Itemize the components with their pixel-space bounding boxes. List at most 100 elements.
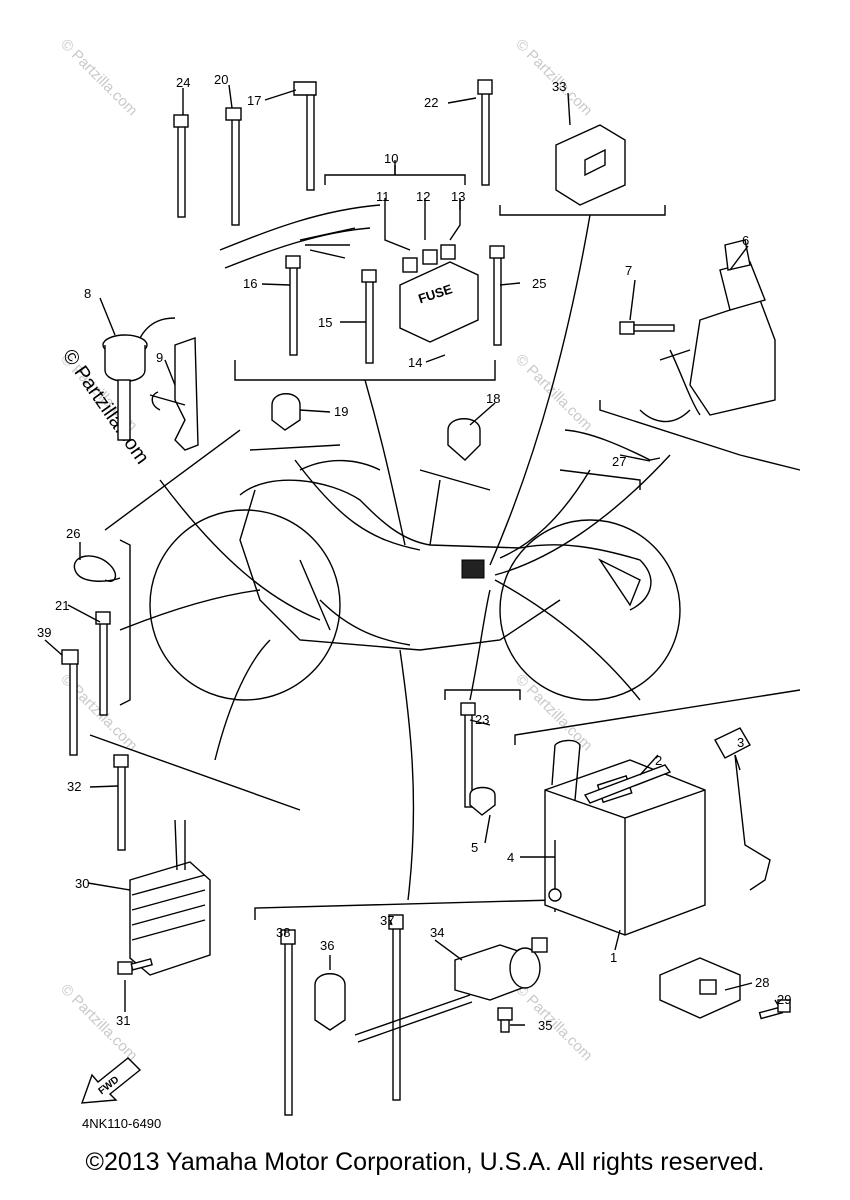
drawing-number: 4NK110-6490 — [82, 1116, 161, 1131]
bracket-18 — [419, 469, 491, 491]
copyright-text: ©2013 Yamaha Motor Corporation, U.S.A. A… — [85, 1148, 765, 1176]
tie-16 — [289, 264, 298, 356]
part-label: 14 — [408, 355, 422, 370]
part-label: 22 — [424, 95, 438, 110]
fuse-11 — [402, 257, 418, 273]
bracket-23 — [444, 689, 521, 700]
part-label: 10 — [384, 151, 398, 166]
tie-37-head — [388, 914, 404, 930]
rectifier-30 — [129, 819, 211, 976]
front-wheel — [149, 509, 341, 701]
bolt-31 — [117, 958, 153, 975]
clamp-18 — [447, 418, 481, 461]
frame-line — [239, 489, 561, 651]
part-label: 9 — [156, 350, 163, 365]
part-label: 31 — [116, 1013, 130, 1028]
tie-22 — [481, 89, 490, 186]
rear-fender — [597, 558, 641, 607]
tie-25-head — [489, 245, 505, 259]
part-label: 3 — [737, 735, 744, 750]
part-label: 37 — [380, 913, 394, 928]
clamp-5 — [469, 786, 496, 816]
part-label: 35 — [538, 1018, 552, 1033]
tie-38 — [284, 939, 293, 1116]
fuse-12 — [422, 249, 438, 265]
fuse-13 — [440, 244, 456, 260]
part-label: 33 — [552, 79, 566, 94]
battery-1 — [544, 727, 771, 936]
clamp-19 — [271, 393, 301, 431]
watermark: © Partzilla.com — [512, 671, 595, 754]
tie-17 — [306, 91, 315, 191]
tie-20 — [231, 114, 240, 226]
clamp-36 — [314, 973, 346, 1031]
part-label: 23 — [475, 712, 489, 727]
bolt-35 — [497, 1007, 513, 1033]
part-label: 12 — [416, 189, 430, 204]
part-label: 25 — [532, 276, 546, 291]
part-label: 18 — [486, 391, 500, 406]
watermark: © Partzilla.com — [57, 36, 140, 119]
part-label: 38 — [276, 925, 290, 940]
part-label: 27 — [612, 454, 626, 469]
motorcycle-outline — [149, 459, 681, 701]
bolt-7 — [619, 321, 675, 335]
tie-15 — [365, 277, 374, 364]
connector-curves — [119, 214, 671, 901]
relay-28 — [659, 957, 741, 1019]
relay-33 — [555, 124, 626, 206]
tie-32-head — [113, 754, 129, 768]
horn-8 — [102, 317, 176, 441]
part-label: 19 — [334, 404, 348, 419]
part-label: 24 — [176, 75, 190, 90]
bracket-harness — [234, 360, 496, 381]
tie-39-head — [61, 649, 79, 665]
part-label: 39 — [37, 625, 51, 640]
part-label: 8 — [84, 286, 91, 301]
bracket-19 — [249, 444, 341, 451]
tank-seat-line — [239, 479, 652, 611]
part-label: 2 — [655, 753, 662, 768]
tie-25 — [493, 254, 502, 346]
part-label: 32 — [67, 779, 81, 794]
bracket-33 — [499, 205, 666, 216]
part-label: 4 — [507, 850, 514, 865]
part-label: 17 — [247, 93, 261, 108]
bracket-8-9 — [104, 429, 241, 531]
part-labels: 1 2 3 4 5 6 7 8 9 10 11 12 13 14 15 16 1… — [37, 72, 791, 1033]
tie-32 — [117, 764, 126, 851]
part-label: 11 — [376, 189, 390, 204]
watermark: © Partzilla.com — [512, 981, 595, 1064]
tie-37 — [392, 924, 401, 1101]
part-label: 28 — [755, 975, 769, 990]
part-label: 6 — [742, 233, 749, 248]
bolt-29 — [758, 999, 791, 1020]
tie-39 — [69, 659, 78, 756]
watermark: © Partzilla.com — [512, 351, 595, 434]
part-label: 13 — [451, 189, 465, 204]
tie-17-head — [293, 81, 317, 96]
tie-21-head — [95, 611, 111, 625]
part-label: 36 — [320, 938, 334, 953]
part-label: 16 — [243, 276, 257, 291]
rear-wheel — [499, 519, 681, 701]
cable-4-top — [554, 739, 581, 801]
part-label: 21 — [55, 598, 69, 613]
part-label: 26 — [66, 526, 80, 541]
battery-band-2 — [583, 764, 672, 804]
bracket-battery — [514, 689, 801, 745]
bracket-main-switch — [599, 400, 801, 471]
tie-20-head — [225, 107, 242, 121]
part-label: 1 — [610, 950, 617, 965]
leader-lines — [44, 84, 779, 1026]
tie-24 — [177, 121, 186, 218]
bracket-9 — [149, 337, 199, 451]
tie-21 — [99, 619, 108, 716]
part-label: 34 — [430, 925, 444, 940]
clamps — [73, 393, 496, 1031]
part-label: 20 — [214, 72, 228, 87]
bracket-34-38 — [254, 899, 556, 920]
part-label: 5 — [471, 840, 478, 855]
bracket-26-21 — [119, 539, 131, 706]
